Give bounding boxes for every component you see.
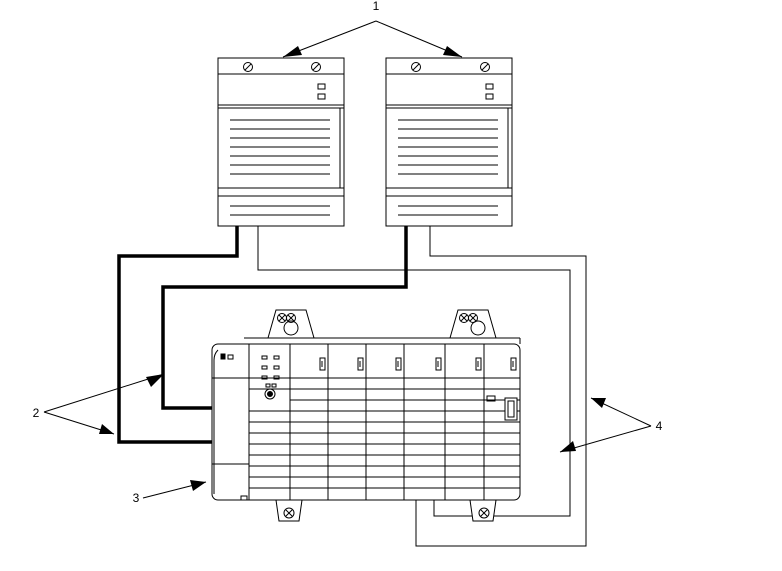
chassis [211, 337, 521, 501]
indicator-led [317, 93, 326, 100]
screw-icon [311, 62, 321, 72]
thin-cables [257, 226, 587, 547]
screw-icon [411, 62, 421, 72]
screw-icon [243, 62, 253, 72]
callout-4-label: 4 [656, 419, 663, 433]
callout-3-label: 3 [133, 491, 140, 505]
screw-icon [480, 62, 490, 72]
mounting-tab-bottom-right [469, 499, 497, 522]
callout-1-label: 1 [373, 0, 380, 13]
callout-2-label: 2 [33, 406, 40, 420]
mounting-tab-top-right [449, 309, 497, 339]
mounting-tab-top-left [267, 309, 315, 339]
last-module-details [486, 395, 518, 421]
indicator-led [485, 93, 494, 100]
indicator-led [317, 83, 326, 90]
terminal-rows [249, 377, 520, 489]
io-module-indicators [319, 357, 517, 371]
power-supply-right [385, 57, 513, 227]
label-lines [398, 119, 498, 216]
keyswitch-icon [264, 388, 276, 400]
thick-cables [117, 226, 408, 444]
mounting-tab-bottom-left [275, 499, 303, 522]
power-supply-left [217, 57, 345, 227]
callout-leaders [43, 20, 652, 499]
indicator-led [485, 83, 494, 90]
label-lines [230, 119, 330, 216]
